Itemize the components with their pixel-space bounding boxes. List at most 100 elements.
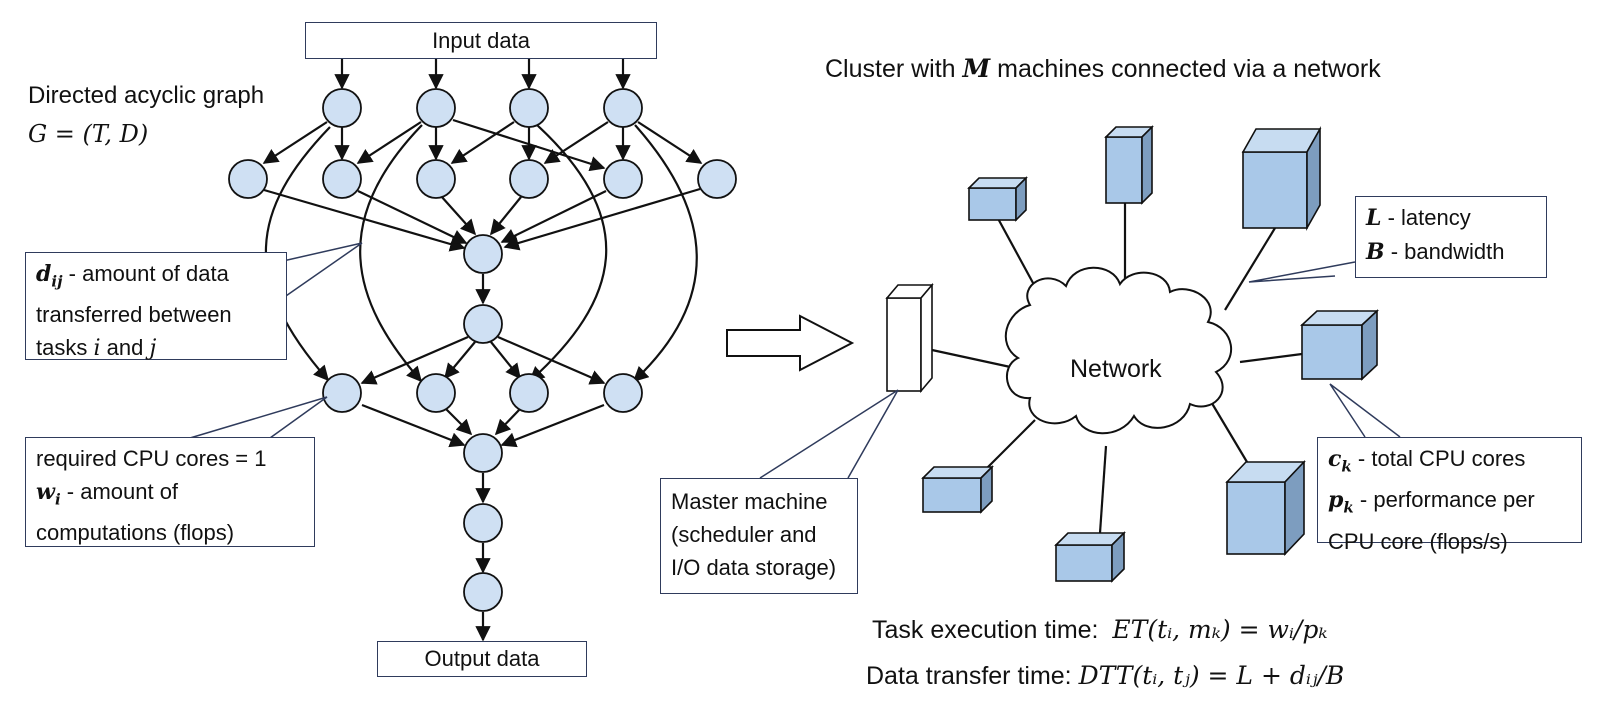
master-machine: [885, 282, 934, 394]
master-line1: Master machine: [671, 489, 828, 514]
link: [1098, 445, 1108, 534]
edge: [490, 341, 521, 380]
dtt-formula: DTT(tᵢ, tⱼ) = L + dᵢⱼ/B: [1078, 661, 1345, 690]
task-node: [228, 159, 268, 199]
edge-data-line3-i: i: [93, 336, 101, 362]
machine-2: [1104, 125, 1154, 205]
master-line3: I/O data storage): [671, 555, 837, 580]
latency-text: - latency: [1381, 205, 1471, 230]
edge-data-callout: dij - amount of data transferred between…: [25, 252, 287, 362]
network-label: Network: [1070, 355, 1162, 383]
master-callout-pointer: [759, 389, 899, 479]
task-work-sub: i: [54, 490, 61, 509]
edge: [361, 403, 466, 448]
perf-var: p: [1328, 487, 1344, 514]
task-node: [463, 304, 503, 344]
output-data-box: Output data: [377, 641, 587, 677]
bandwidth-text: - bandwidth: [1384, 239, 1505, 264]
edge: [543, 121, 609, 164]
edge-data-line2: transferred between: [36, 302, 232, 328]
link: [1224, 227, 1276, 311]
master-machine-callout: Master machine (scheduler and I/O data s…: [660, 478, 858, 594]
task-node: [697, 159, 737, 199]
machines: [885, 125, 1380, 583]
edge-data-line3-a: tasks: [36, 335, 94, 361]
edge: [360, 335, 469, 385]
machine-3: [1241, 125, 1322, 232]
edge: [444, 341, 476, 380]
task-work-line3: computations (flops): [36, 520, 235, 546]
edge: [632, 124, 698, 383]
task-compute-callout: required CPU cores = 1 wi - amount of co…: [25, 437, 315, 547]
task-node: [603, 159, 643, 199]
edge-data-line3-j: j: [149, 336, 157, 362]
transfer-time-formula: Data transfer time: DTT(tᵢ, tⱼ) = L + dᵢ…: [866, 660, 1344, 692]
cluster-title: Cluster with M machines connected via a …: [825, 53, 1381, 85]
task-node: [463, 503, 503, 543]
machine-1: [967, 176, 1028, 222]
perf-sub: k: [1343, 498, 1354, 517]
link: [931, 348, 1016, 370]
master-line2: (scheduler and: [671, 522, 817, 547]
cores-var: c: [1328, 446, 1342, 472]
dag-title: Directed acyclic graph: [28, 82, 265, 109]
machine-6: [1054, 531, 1126, 583]
task-node: [416, 159, 456, 199]
task-node: [463, 234, 503, 274]
edge-data-line3-and: and: [100, 335, 150, 361]
transform-arrow: [726, 314, 855, 372]
machine-7: [921, 465, 994, 514]
edge-data-sub: ij: [51, 272, 63, 291]
cluster-title-m: M: [962, 54, 991, 83]
edge: [445, 408, 473, 436]
dtt-label: Data transfer time:: [866, 662, 1072, 690]
machine-callout-pointer: [1329, 383, 1401, 438]
task-node: [463, 433, 503, 473]
input-data-box: Input data: [305, 22, 657, 59]
task-node: [509, 159, 549, 199]
perf-line2: CPU core (flops/s): [1328, 528, 1508, 554]
input-data-label: Input data: [432, 28, 530, 53]
bandwidth-var: B: [1366, 239, 1385, 265]
edge: [264, 126, 331, 382]
perf-text: - performance per: [1353, 487, 1535, 513]
network-callout-pointer: [1248, 261, 1356, 283]
edge: [490, 196, 522, 236]
link: [1209, 399, 1248, 463]
task-node: [603, 373, 643, 413]
link: [1239, 352, 1303, 364]
execution-time-formula: Task execution time: ET(tᵢ, mₖ) = wᵢ/pₖ: [872, 614, 1327, 646]
cores-text: - total CPU cores: [1351, 446, 1526, 471]
output-data-label: Output data: [424, 646, 540, 671]
task-work-var: w: [36, 479, 55, 505]
task-node: [509, 373, 549, 413]
task-cores-line: required CPU cores = 1: [36, 446, 267, 471]
edge: [450, 121, 515, 164]
edge: [528, 124, 608, 383]
edge: [500, 403, 605, 448]
network-cloud: [1004, 266, 1233, 435]
edge-data-var: d: [36, 261, 52, 287]
network-links: [931, 203, 1303, 534]
edge: [359, 124, 423, 383]
cluster-title-a: Cluster with: [825, 55, 963, 83]
cluster-title-b: machines connected via a network: [990, 55, 1381, 83]
edge: [356, 121, 422, 164]
task-callout-pointer: [189, 396, 328, 439]
et-label: Task execution time:: [872, 616, 1099, 644]
machine-params-callout: ck - total CPU cores pk - performance pe…: [1317, 437, 1582, 554]
cores-sub: k: [1341, 457, 1352, 476]
network-params-callout: L - latency B - bandwidth: [1355, 196, 1547, 278]
task-node: [603, 88, 643, 128]
machine-4: [1299, 309, 1380, 381]
dag-formula: G = (T, D): [28, 120, 149, 148]
task-node: [322, 373, 362, 413]
edge: [262, 121, 328, 164]
task-node: [322, 88, 362, 128]
edge: [494, 408, 521, 436]
dag-nodes: [228, 88, 737, 612]
edge: [357, 190, 468, 244]
et-formula: ET(tᵢ, mₖ) = wᵢ/pₖ: [1112, 615, 1328, 644]
task-node: [416, 373, 456, 413]
